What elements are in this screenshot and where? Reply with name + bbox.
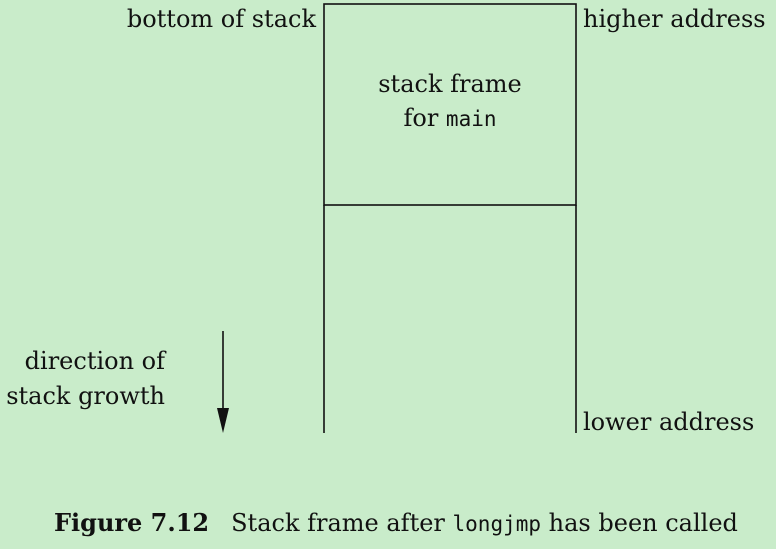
main-stack-frame-box bbox=[323, 3, 577, 206]
caption-text-after: has been called bbox=[541, 509, 738, 537]
higher-address-label: higher address bbox=[583, 5, 766, 33]
figure-caption: Figure 7.12 Stack frame after longjmp has… bbox=[54, 508, 738, 539]
lower-address-label: lower address bbox=[583, 408, 755, 436]
caption-text-before: Stack frame after bbox=[231, 509, 453, 537]
main-frame-label: stack frame for main bbox=[324, 67, 576, 136]
direction-label-line-2: stack growth bbox=[6, 382, 165, 410]
figure-number: Figure 7.12 bbox=[54, 508, 210, 537]
growth-arrow-head bbox=[217, 408, 229, 433]
direction-label-line-1: direction of bbox=[24, 347, 165, 375]
frame-line-2: for main bbox=[324, 101, 576, 136]
frame-line-2-prefix: for bbox=[403, 104, 446, 132]
frame-line-1: stack frame bbox=[378, 70, 522, 98]
bottom-of-stack-label: bottom of stack bbox=[126, 5, 316, 33]
caption-code: longjmp bbox=[452, 512, 542, 536]
frame-function-name: main bbox=[445, 107, 497, 131]
